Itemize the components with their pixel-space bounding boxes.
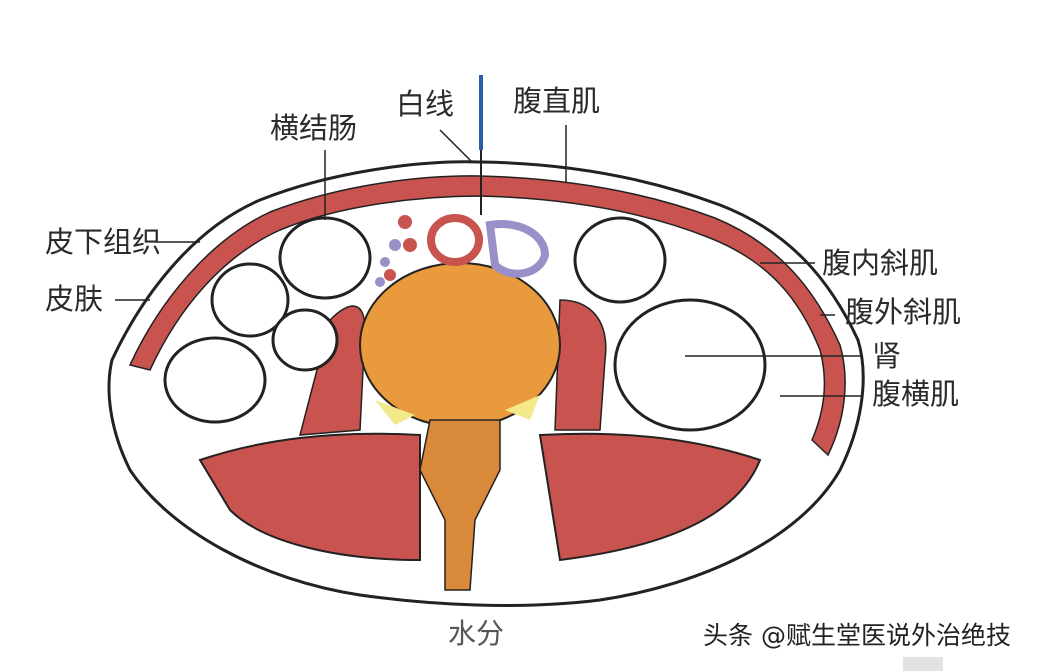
label-subcutaneous-tissue: 皮下组织 xyxy=(45,225,162,259)
watermark: 头条 @赋生堂医说外治绝技 xyxy=(703,621,1011,650)
caption: 水分 xyxy=(448,617,505,650)
label-transversus-abdominis: 腹横肌 xyxy=(872,377,960,411)
label-internal-oblique: 腹内斜肌 xyxy=(822,246,939,280)
label-rectus-abdominis: 腹直肌 xyxy=(513,84,601,118)
corner-patch xyxy=(903,657,943,671)
label-kidney: 肾 xyxy=(872,339,902,373)
abdominal-wall-muscle xyxy=(128,175,846,457)
label-skin: 皮肤 xyxy=(45,282,104,316)
aorta xyxy=(427,214,483,266)
posterior-muscles xyxy=(198,432,421,562)
label-transverse-colon: 横结肠 xyxy=(270,111,358,145)
label-linea-alba: 白线 xyxy=(396,87,455,121)
transverse-colon xyxy=(278,216,372,300)
ivc xyxy=(485,220,550,278)
kidney xyxy=(613,298,767,432)
label-external-oblique: 腹外斜肌 xyxy=(845,295,962,329)
